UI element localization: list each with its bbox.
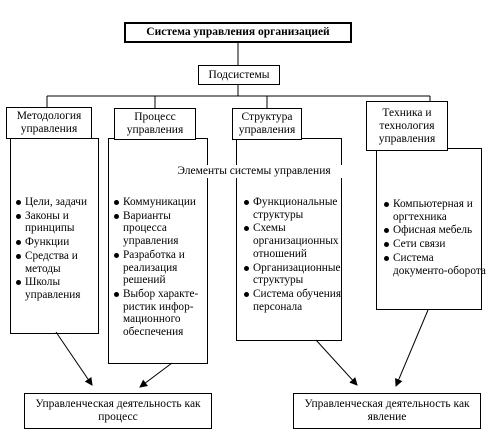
- bullet-icon: [244, 265, 249, 271]
- list-item: Коммуникации: [114, 196, 210, 209]
- bullet-icon: [384, 242, 389, 248]
- subsystems-box: Подсистемы: [198, 65, 280, 85]
- bullet-icon: [114, 291, 119, 297]
- bullet-icon: [384, 202, 389, 207]
- bullet-icon: [244, 200, 249, 205]
- header-process: Процесс управления: [114, 108, 196, 140]
- header-technology-label: Техника и технология управления: [378, 106, 436, 145]
- list-item: Законы и принципы: [16, 210, 98, 235]
- arrow-col1-outcome1: [55, 331, 93, 386]
- list-item: Функции: [16, 236, 98, 249]
- list-item: Схемы организационных отношений: [244, 222, 342, 260]
- elements-label: Элементы системы управления: [164, 165, 344, 178]
- list-item: Система обучения персонала: [244, 288, 342, 313]
- list-item: Офисная мебель: [384, 224, 488, 237]
- bullet-icon: [114, 213, 119, 219]
- header-structure-label: Структура управления: [238, 111, 296, 136]
- bullet-icon: [384, 255, 389, 261]
- bullet-icon: [16, 200, 21, 205]
- items-methodology: Цели, задачи Законы и принципы Функции С…: [16, 196, 98, 303]
- items-technology: Компьютерная и оргтехника Офисная мебель…: [384, 198, 488, 278]
- bullet-icon: [244, 226, 249, 232]
- header-technology: Техника и технология управления: [366, 101, 448, 151]
- outcome-phenomenon-label: Управленческая деятельность как явление: [304, 398, 470, 423]
- list-item: Школы управления: [16, 276, 98, 301]
- diagram-title: Система управления организацией: [124, 22, 352, 43]
- bullet-icon: [16, 253, 21, 259]
- list-item: Разработка и реализация решений: [114, 249, 210, 287]
- list-item: Варианты процесса управления: [114, 210, 210, 248]
- outcome-process-label: Управленческая деятельность как процесс: [35, 398, 201, 423]
- bullet-icon: [114, 252, 119, 258]
- list-item: Выбор характе-ристик инфор-мационного об…: [114, 288, 210, 339]
- bullet-icon: [384, 228, 389, 234]
- bullet-icon: [244, 291, 249, 297]
- bullet-icon: [16, 213, 21, 219]
- header-process-label: Процесс управления: [126, 111, 184, 136]
- outcome-process-box: Управленческая деятельность как процесс: [24, 393, 212, 429]
- arrow-col3-outcome2: [315, 339, 358, 386]
- bullet-icon: [16, 280, 21, 286]
- list-item: Система документо-оборота: [384, 252, 488, 277]
- list-item: Цели, задачи: [16, 196, 98, 209]
- header-methodology-label: Методология управления: [16, 110, 82, 135]
- header-structure: Структура управления: [232, 108, 302, 140]
- list-item: Компьютерная и оргтехника: [384, 198, 488, 223]
- bullet-icon: [16, 240, 21, 246]
- list-item: Сети связи: [384, 238, 488, 251]
- items-structure: Функциональные структуры Схемы организац…: [244, 196, 342, 314]
- header-methodology: Методология управления: [6, 107, 92, 139]
- list-item: Функциональные структуры: [244, 196, 342, 221]
- arrow-col2-outcome1: [139, 362, 173, 388]
- list-item: Средства и методы: [16, 250, 98, 275]
- bullet-icon: [114, 200, 119, 205]
- list-item: Организационные структуры: [244, 262, 342, 287]
- outcome-phenomenon-box: Управленческая деятельность как явление: [293, 393, 481, 429]
- arrow-col4-outcome2: [395, 309, 429, 387]
- items-process: Коммуникации Варианты процесса управлени…: [114, 196, 210, 340]
